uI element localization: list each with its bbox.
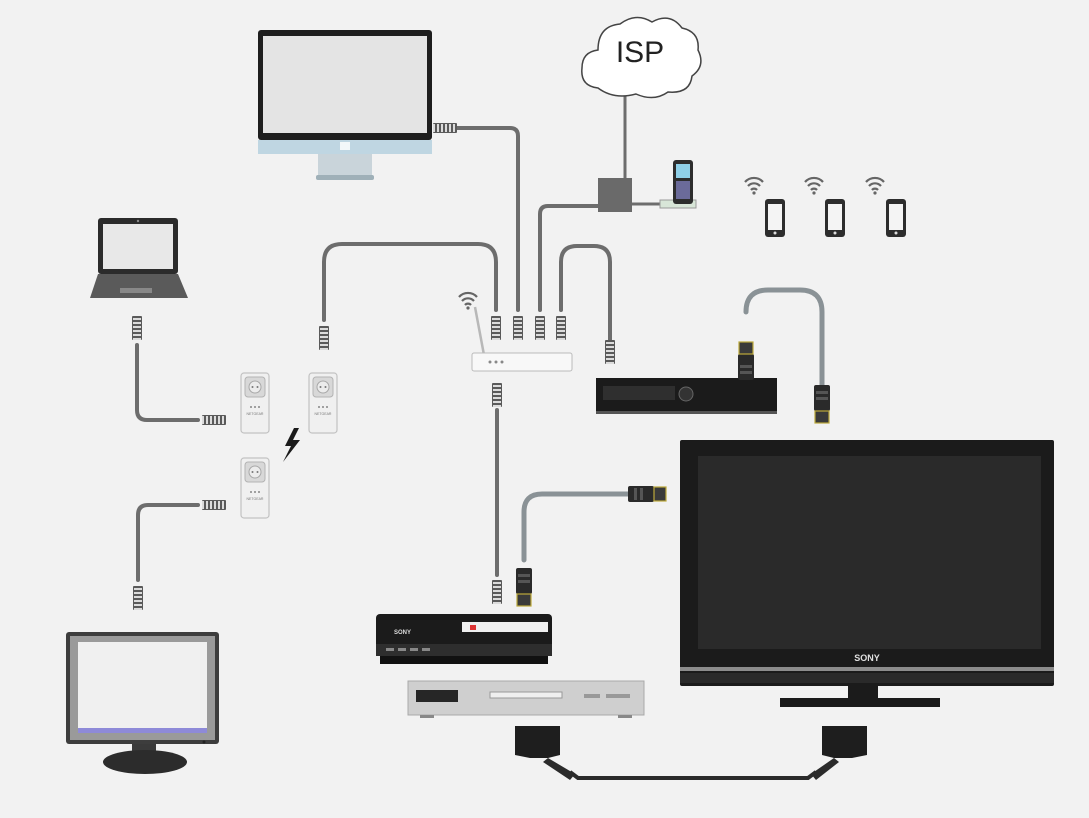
settopbox-connector bbox=[605, 340, 615, 364]
laptop-connector bbox=[132, 316, 142, 340]
hdmi-cables bbox=[521, 287, 825, 563]
scart-cable bbox=[568, 770, 818, 780]
cable-monitor-plug bbox=[136, 503, 200, 582]
isp-cloud: ISP bbox=[581, 16, 702, 99]
router-port-3 bbox=[535, 316, 545, 340]
powerline-plug-right: NETGEAR bbox=[308, 372, 338, 434]
imac-connector bbox=[433, 123, 457, 133]
cable-router-settopbox bbox=[559, 244, 612, 342]
cloud-icon bbox=[581, 16, 702, 99]
router-port-bottom bbox=[492, 383, 502, 407]
desktop-monitor bbox=[66, 632, 219, 774]
smartphones bbox=[743, 176, 906, 237]
wifi-icon bbox=[457, 291, 479, 311]
wifi-icon bbox=[743, 176, 765, 196]
isp-label: ISP bbox=[616, 36, 664, 69]
hdmi-connector-tv-top bbox=[813, 384, 831, 424]
plug-left-connector bbox=[202, 415, 226, 425]
laptop bbox=[90, 218, 188, 298]
phone-icon bbox=[886, 199, 906, 237]
hdmi-cable-settopbox-tv bbox=[743, 287, 825, 388]
television: SONY bbox=[680, 440, 1054, 707]
phone-icon bbox=[825, 199, 845, 237]
lightning-icon bbox=[283, 428, 300, 462]
powerline-brand-label: NETGEAR bbox=[247, 497, 264, 501]
scart-connector-right bbox=[811, 726, 867, 780]
powerline-plug-bottom: NETGEAR bbox=[240, 457, 270, 519]
plug-bottom-connector bbox=[202, 500, 226, 510]
hdmi-connector-console bbox=[515, 567, 533, 607]
router-port-1 bbox=[491, 316, 501, 340]
router-port-4 bbox=[556, 316, 566, 340]
plug-right-connector bbox=[319, 326, 329, 350]
hdmi-connector-settopbox bbox=[737, 341, 755, 381]
hdmi-connector-tv-side bbox=[627, 485, 667, 503]
imac bbox=[258, 30, 432, 180]
console-brand-label: SONY bbox=[394, 630, 411, 636]
set-top-box bbox=[596, 378, 777, 414]
dvd-player bbox=[407, 680, 645, 718]
cordless-phone bbox=[659, 160, 697, 209]
cable-phonebox-router bbox=[538, 204, 600, 312]
cable-plug-router bbox=[322, 242, 498, 322]
powerline-brand-label: NETGEAR bbox=[247, 412, 264, 416]
scart-connector-left bbox=[515, 726, 575, 780]
tv-brand-label: SONY bbox=[854, 653, 880, 663]
console-connector bbox=[492, 580, 502, 604]
game-console: SONY bbox=[376, 614, 552, 664]
cable-laptop-plug bbox=[135, 343, 200, 422]
hdmi-cable-console-tv bbox=[521, 491, 633, 563]
cable-imac-router bbox=[453, 126, 520, 312]
phone-splitter-box bbox=[598, 178, 632, 212]
router-port-2 bbox=[513, 316, 523, 340]
phone-icon bbox=[765, 199, 785, 237]
powerline-plug-left: NETGEAR bbox=[240, 372, 270, 434]
wifi-icon bbox=[803, 176, 825, 196]
monitor-connector bbox=[133, 586, 143, 610]
ethernet-cables bbox=[135, 92, 664, 582]
router bbox=[457, 291, 573, 372]
powerline-brand-label: NETGEAR bbox=[315, 412, 332, 416]
wifi-icon bbox=[864, 176, 886, 196]
